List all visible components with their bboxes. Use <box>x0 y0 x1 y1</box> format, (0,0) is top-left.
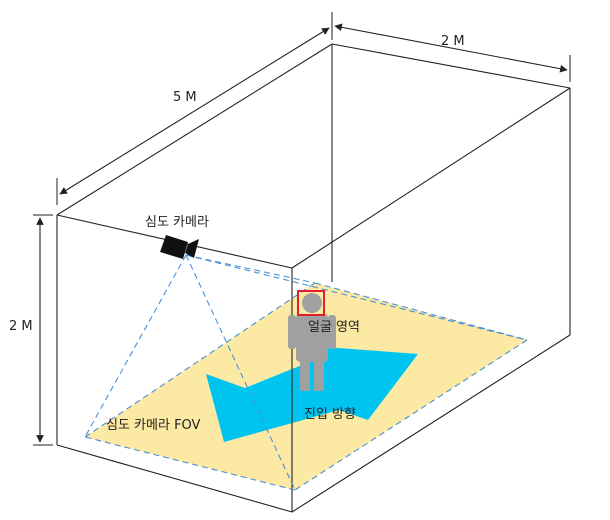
camera-icon <box>160 235 199 259</box>
length-label: 5 M <box>173 90 197 105</box>
camera-fov-lines <box>84 254 528 491</box>
face-area-box <box>297 290 325 316</box>
camera-fov-label: 심도 카메라 FOV <box>106 418 201 433</box>
face-area-label: 얼굴 영역 <box>308 320 360 335</box>
entry-direction-label: 진입 방향 <box>304 407 356 422</box>
width-label: 2 M <box>441 34 465 49</box>
entry-direction-arrow <box>206 345 418 442</box>
dimension-extension-lines <box>33 12 571 446</box>
width-dimension-arrow <box>334 23 568 73</box>
camera-label: 심도 카메라 <box>145 215 209 230</box>
height-label: 2 M <box>9 319 33 334</box>
person-figure <box>288 293 336 391</box>
length-dimension-arrow <box>59 27 330 195</box>
